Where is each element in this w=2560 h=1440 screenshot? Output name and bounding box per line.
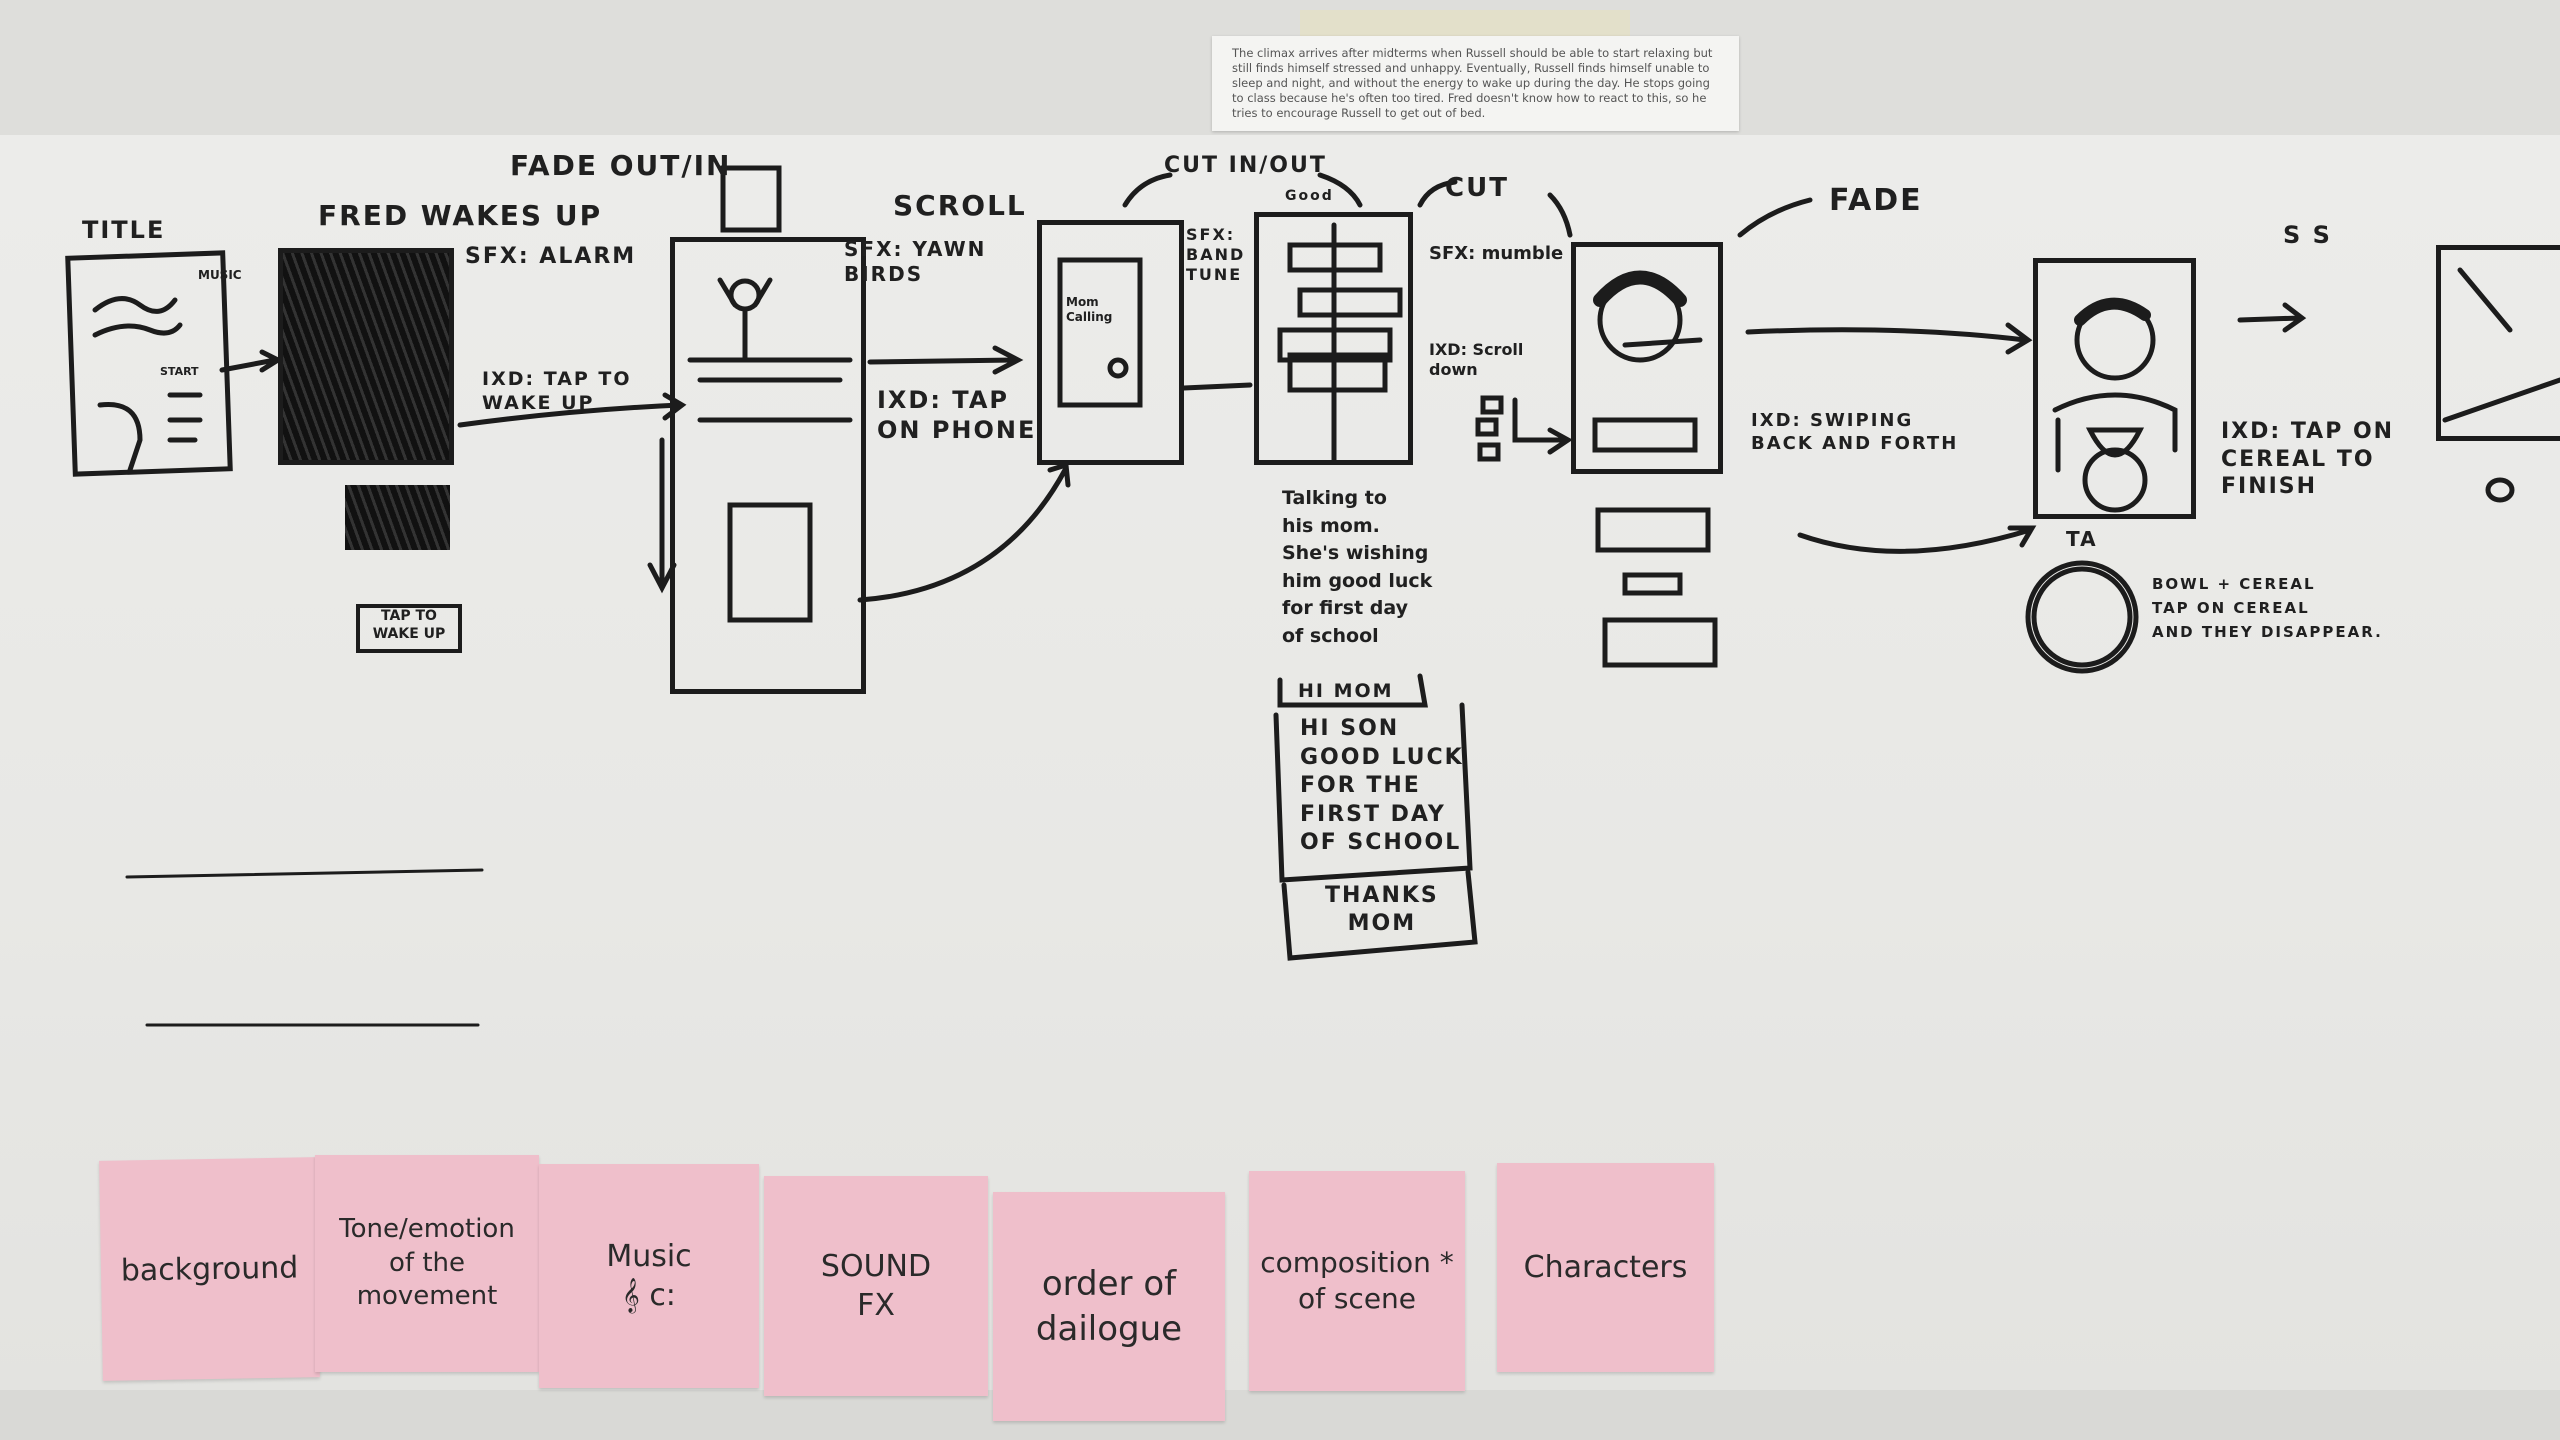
sticky-tone-emotion: Tone/emotion of the movement: [315, 1155, 539, 1372]
label-title: TITLE: [82, 216, 166, 244]
frame-fred-wakes-up: [278, 248, 454, 465]
arrow-frame6-to-frame7: [1745, 322, 2033, 355]
arrow-title-to-fred: [219, 349, 284, 373]
bowl-note: BOWL + CEREAL TAP ON CEREAL AND THEY DIS…: [2152, 575, 2383, 641]
arrow-swipe-back: [1797, 525, 2037, 554]
label-fred-wakes-up: FRED WAKES UP: [318, 199, 603, 232]
arrow-frame3-to-frame4: [857, 461, 1071, 603]
sticky-order-of-dialogue: order of dailogue: [993, 1192, 1225, 1421]
frame-brushing: [1571, 242, 1723, 474]
label-sfx-alarm: SFX: ALARM: [465, 244, 637, 269]
label-ixd-swiping: IXD: SWIPING BACK AND FORTH: [1751, 410, 1959, 454]
label-ixd-scroll-down: IXD: Scroll down: [1429, 340, 1524, 379]
label-ixd-tap-phone: IXD: TAP ON PHONE: [877, 386, 1037, 444]
label-cut: CUT: [1445, 173, 1509, 203]
arrow-scroll: [867, 345, 1024, 375]
sticky-characters: Characters: [1497, 1163, 1714, 1372]
frame-phone: [1037, 220, 1184, 465]
label-ixd-tap-cereal: IXD: TAP ON CEREAL TO FINISH: [2221, 419, 2395, 499]
frame-room: [670, 237, 866, 694]
label-ta: TA: [2066, 527, 2098, 551]
frame-cereal: [2033, 258, 2196, 519]
arrow-frame4-to-frame5: [1181, 382, 1253, 391]
sticky-composition-of-scene: composition * of scene: [1249, 1171, 1465, 1391]
sticky-background: background: [99, 1157, 320, 1381]
label-sfx-band: SFX: BAND TUNE: [1186, 225, 1246, 284]
frame-title: [65, 250, 233, 477]
dialogue-hi-son: HI SON GOOD LUCK FOR THE FIRST DAY OF SC…: [1300, 716, 1464, 856]
label-music: MUSIC: [198, 268, 242, 282]
label-ss: S S: [2283, 221, 2332, 249]
label-start: START: [160, 365, 199, 378]
sticky-sound-fx: SOUND FX: [764, 1176, 988, 1396]
frame-talking: [1254, 212, 1413, 465]
printed-note: The climax arrives after midterms when R…: [1212, 36, 1739, 131]
label-scroll: SCROLL: [893, 189, 1027, 222]
frame-last: [2436, 245, 2560, 441]
label-sfx-mumble: SFX: mumble: [1429, 243, 1564, 264]
arrow-scroll-down: [1512, 397, 1573, 455]
tape: [1300, 10, 1630, 40]
tap-to-wake-box: TAP TO WAKE UP: [356, 604, 462, 653]
label-mom-calling: Mom Calling: [1066, 295, 1113, 324]
talking-note: Talking to his mom. She's wishing him go…: [1282, 487, 1433, 647]
label-fade-out-in: FADE OUT/IN: [510, 149, 732, 182]
sticky-music: Music 𝄞 c:: [539, 1164, 759, 1388]
dialogue-hi-mom: HI MOM: [1298, 680, 1394, 702]
label-cut-in-out: CUT IN/OUT: [1164, 153, 1327, 178]
label-ixd-tap-wake: IXD: TAP TO WAKE UP: [482, 368, 632, 414]
label-sfx-yawn: SFX: YAWN BIRDS: [844, 237, 987, 286]
dialogue-thanks-mom: THANKS MOM: [1325, 883, 1439, 936]
label-fade: FADE: [1829, 183, 1923, 218]
label-good: Good: [1285, 188, 1334, 204]
arrow-ss: [2237, 302, 2307, 333]
scribble: [345, 485, 450, 550]
